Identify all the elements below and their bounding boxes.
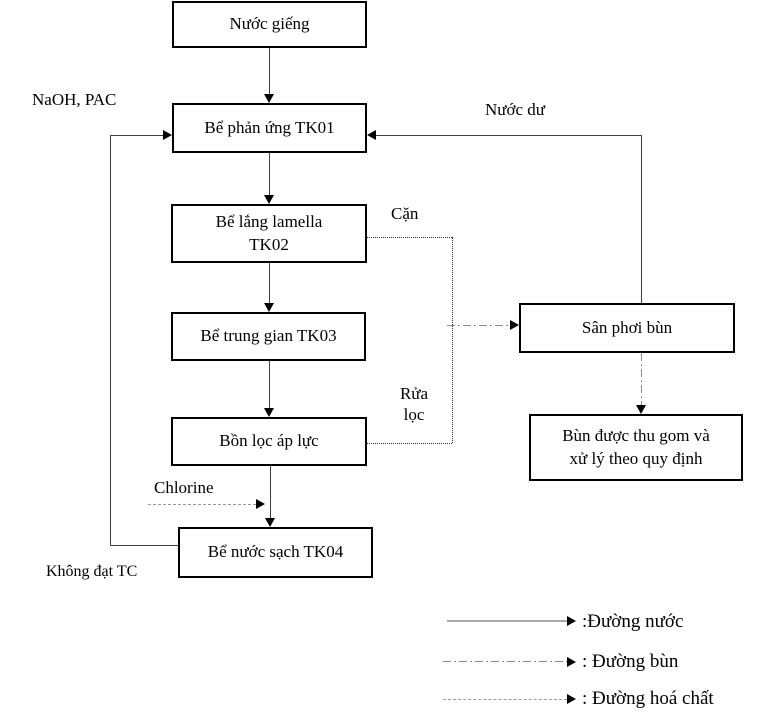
collector-dotted-line (452, 237, 453, 443)
box-be-phan-ung-tk01: Bể phản ứng TK01 (172, 103, 367, 153)
water-line-bonloc-tk04 (270, 466, 271, 518)
box-nuoc-gieng: Nước giếng (172, 1, 367, 48)
feedback-line-vertical (110, 135, 111, 545)
label-can: Cặn (391, 204, 419, 223)
box-be-nuoc-sach-tk04: Bể nước sạch TK04 (178, 527, 373, 578)
arrowhead-right-icon (256, 499, 265, 509)
box-bon-loc-ap-luc: Bồn lọc áp lực (171, 417, 367, 466)
label-khong-dat-tc: Không đạt TC (46, 563, 138, 580)
legend-solid-line (447, 620, 567, 622)
legend-dashdot-line (443, 661, 567, 662)
box-san-phoi-bun: Sân phơi bùn (519, 303, 735, 353)
arrowhead-down-icon (264, 303, 274, 312)
sludge-line-to-bun (641, 353, 642, 405)
legend-dashed-line (443, 699, 567, 700)
sludge-line-to-sanphoi (447, 325, 510, 326)
label-nuoc-du: Nước dư (485, 100, 545, 119)
legend-label-duong-nuoc: :Đường nước (582, 611, 684, 632)
chlorine-dashed-line (148, 504, 256, 505)
arrowhead-down-icon (636, 405, 646, 414)
arrowhead-down-icon (264, 94, 274, 103)
legend-label-duong-hoa-chat: : Đường hoá chất (582, 688, 714, 709)
arrowhead-down-icon (264, 408, 274, 417)
box-be-trung-gian-tk03: Bể trung gian TK03 (171, 312, 366, 361)
label-naoh-pac: NaOH, PAC (32, 90, 117, 109)
label-chlorine: Chlorine (154, 478, 214, 497)
rua-loc-dotted-line (367, 443, 452, 444)
nuoc-du-line-horizontal (376, 135, 641, 136)
label-rua-loc: Rửa lọc (399, 384, 429, 425)
arrowhead-right-icon (567, 694, 576, 704)
box-be-lang-lamella-tk02: Bể lắng lamella TK02 (171, 204, 367, 263)
arrowhead-down-icon (264, 195, 274, 204)
arrowhead-right-icon (567, 616, 576, 626)
water-line-tk03-bonloc (269, 361, 270, 408)
feedback-line-top (110, 135, 163, 136)
nuoc-du-line-vertical (641, 135, 642, 303)
water-line-gieng-tk01 (269, 48, 270, 94)
water-line-tk02-tk03 (269, 263, 270, 303)
can-dotted-line (367, 237, 452, 238)
water-line-tk01-tk02 (269, 153, 270, 195)
feedback-line-bottom (110, 545, 178, 546)
arrowhead-right-icon (163, 130, 172, 140)
box-bun-thu-gom: Bùn được thu gom và xử lý theo quy định (529, 414, 743, 481)
arrowhead-down-icon (265, 518, 275, 527)
arrowhead-right-icon (510, 320, 519, 330)
arrowhead-left-icon (367, 130, 376, 140)
legend-label-duong-bun: : Đường bùn (582, 651, 679, 672)
arrowhead-right-icon (567, 657, 576, 667)
